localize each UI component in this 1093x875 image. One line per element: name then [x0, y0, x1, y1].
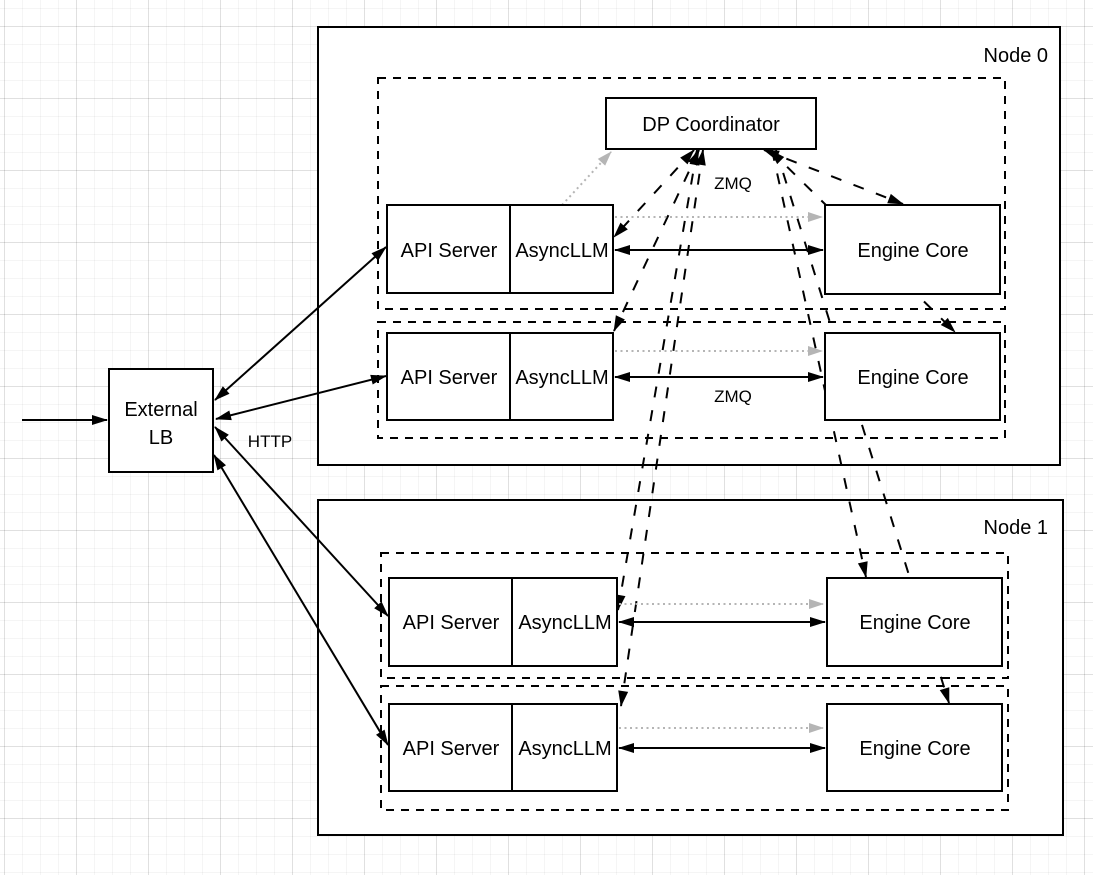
- http-label: HTTP: [248, 432, 292, 451]
- api-server-box-n0r2: [386, 332, 614, 421]
- engine-core-label-n1r1: Engine Core: [859, 612, 970, 634]
- engine-core-label-n0r2: Engine Core: [857, 367, 968, 389]
- engine-core-label-n1r2: Engine Core: [859, 738, 970, 760]
- zmq-label-coordinator: ZMQ: [714, 174, 752, 193]
- external-lb-box: [108, 368, 214, 473]
- node0-label: Node 0: [984, 45, 1049, 67]
- edge-dp-enginecore-n1r1: [771, 149, 868, 578]
- dp-coordinator-label: DP Coordinator: [642, 114, 780, 136]
- engine-core-box-n1r2: [826, 703, 1003, 792]
- engine-core-box-n1r1: [826, 577, 1003, 667]
- edge-asyncllm-dp-gray: [561, 151, 612, 206]
- api-server-box-n1r1: [388, 577, 618, 667]
- asyncllm-label-n0r1: AsyncLLM: [515, 240, 608, 262]
- api-server-box-n1r2: [388, 703, 618, 792]
- node1-label: Node 1: [984, 517, 1049, 539]
- dp-coordinator-box: [605, 97, 817, 150]
- edge-lb-apiserver-n0r2: [215, 374, 387, 421]
- engine-core-label-n0r1: Engine Core: [857, 240, 968, 262]
- external-lb-label-line2: LB: [149, 427, 173, 449]
- external-lb-label-line1: External: [124, 399, 197, 421]
- api-server-box-n0r1: [386, 204, 614, 294]
- edge-lb-apiserver-n1r2: [213, 454, 389, 746]
- api-server-label-n1r1: API Server: [403, 612, 500, 634]
- node1-engine-group-2: [380, 685, 1009, 811]
- asyncllm-label-n1r1: AsyncLLM: [518, 612, 611, 634]
- asyncllm-label-n0r2: AsyncLLM: [515, 367, 608, 389]
- api-server-label-n1r2: API Server: [403, 738, 500, 760]
- api-server-label-n0r2: API Server: [401, 367, 498, 389]
- api-server-label-n0r1: API Server: [401, 240, 498, 262]
- zmq-label-row2: ZMQ: [714, 387, 752, 406]
- edge-lb-apiserver-n0r1: [214, 246, 387, 401]
- engine-core-box-n0r2: [824, 332, 1001, 421]
- engine-core-box-n0r1: [824, 204, 1001, 295]
- asyncllm-label-n1r2: AsyncLLM: [518, 738, 611, 760]
